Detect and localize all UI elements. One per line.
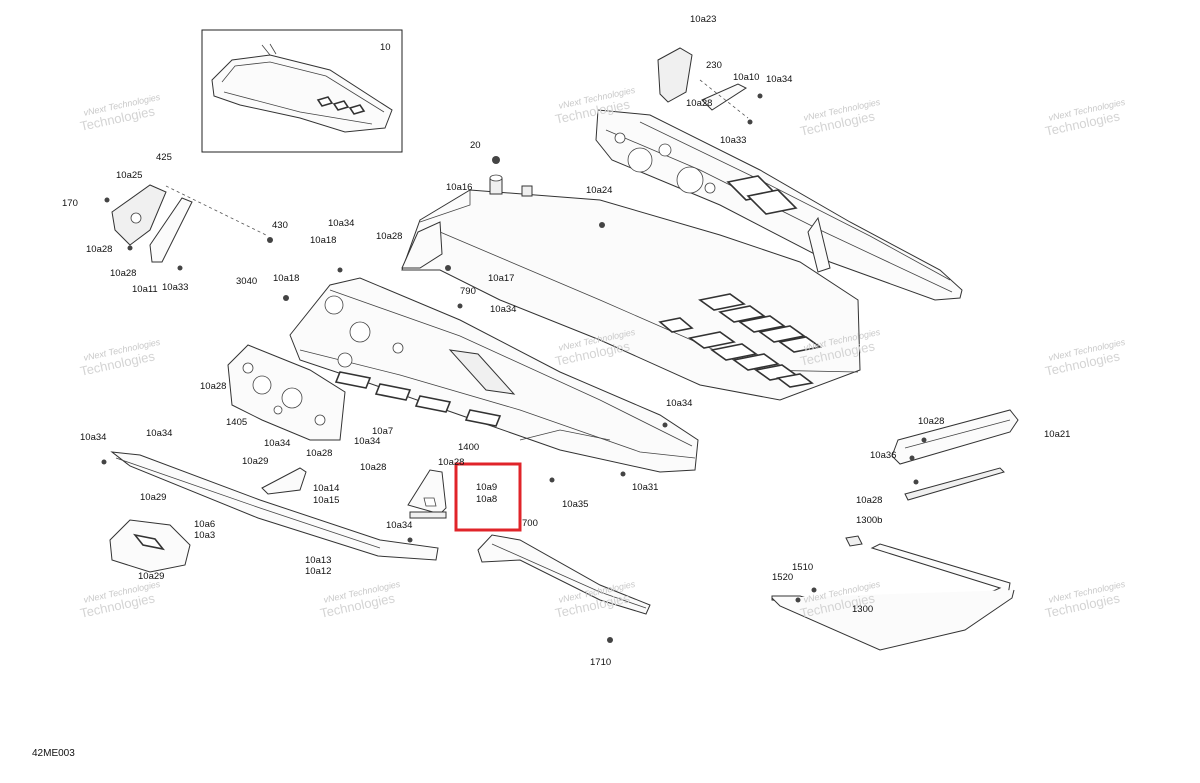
callout-label: 700 — [522, 518, 538, 529]
callout-label: 10a34 — [766, 74, 792, 85]
highlight-label-10a9: 10a9 — [476, 482, 497, 493]
callout-label: 20 — [470, 140, 481, 151]
callout-label: 10a28 — [686, 98, 712, 109]
callout-label: 10a36 — [870, 450, 896, 461]
callout-label: 10a3 — [194, 530, 215, 541]
callout-label: 1400 — [458, 442, 479, 453]
callout-label: 10a21 — [1044, 429, 1070, 440]
callout-label: 10a33 — [162, 282, 188, 293]
center-gusset-bracket — [407, 469, 447, 519]
center-tunnel-panel — [401, 174, 861, 401]
callout-labels: 10a23 230 10a10 10a34 10a28 10a33 425 10a25 170 1… — [62, 14, 1070, 668]
callout-label: 10a28 — [856, 495, 882, 506]
callout-label: 10a28 — [110, 268, 136, 279]
top-right-bracket — [657, 47, 749, 119]
callout-label: 10a11 — [132, 284, 158, 295]
callout-label: 10a10 — [733, 72, 759, 83]
callout-label: 10a34 — [328, 218, 354, 229]
callout-label: 170 — [62, 198, 78, 209]
callout-label: 10a28 — [360, 462, 386, 473]
callout-label: 10a13 — [305, 555, 331, 566]
callout-label: 10a28 — [200, 381, 226, 392]
small-clip-10a14 — [261, 467, 307, 495]
left-side-plate — [227, 344, 346, 441]
callout-label: 10a14 — [313, 483, 339, 494]
callout-label: 1300b — [856, 515, 882, 526]
callout-label: 10a6 — [194, 519, 215, 530]
rear-crossmember — [891, 409, 1019, 501]
upper-right-frame-rail — [595, 109, 963, 301]
callout-label: 790 — [460, 286, 476, 297]
inset-overview: 10 — [201, 29, 403, 153]
callout-label: 1405 — [226, 417, 247, 428]
callout-label: 430 — [272, 220, 288, 231]
callout-label: 10a16 — [446, 182, 472, 193]
highlight-label-10a8: 10a8 — [476, 494, 497, 505]
upper-left-brackets — [111, 184, 273, 263]
lower-left-plate — [109, 519, 191, 573]
center-running-board — [477, 534, 651, 615]
callout-label: 230 — [706, 60, 722, 71]
callout-label: 10a35 — [562, 499, 588, 510]
callout-label: 10a28 — [918, 416, 944, 427]
callout-label: 10a34 — [490, 304, 516, 315]
callout-label: 10a15 — [313, 495, 339, 506]
rear-bumper — [771, 535, 1015, 651]
callout-label: 10a31 — [632, 482, 658, 493]
callout-label: 10a33 — [720, 135, 746, 146]
callout-label: 10a12 — [305, 566, 331, 577]
callout-label: 10a28 — [306, 448, 332, 459]
callout-label: 10a34 — [354, 436, 380, 447]
callout-label: 10a34 — [264, 438, 290, 449]
callout-label: 10a28 — [86, 244, 112, 255]
fastener-dots — [101, 93, 927, 643]
callout-label: 10a34 — [80, 432, 106, 443]
callout-label: 1520 — [772, 572, 793, 583]
callout-label: 1300 — [852, 604, 873, 615]
callout-label: 10a17 — [488, 273, 514, 284]
callout-label: 1510 — [792, 562, 813, 573]
callout-label: 10a28 — [376, 231, 402, 242]
callout-label: 10a18 — [273, 273, 299, 284]
callout-label: 10a34 — [386, 520, 412, 531]
callout-label: 10a18 — [310, 235, 336, 246]
callout-label: 10a29 — [140, 492, 166, 503]
left-running-board — [110, 451, 439, 561]
inset-label: 10 — [380, 42, 391, 53]
callout-label: 3040 — [236, 276, 257, 287]
callout-label: 10a25 — [116, 170, 142, 181]
highlight-box — [454, 462, 522, 532]
callout-label: 10a23 — [690, 14, 716, 25]
callout-label: 1710 — [590, 657, 611, 668]
callout-label: 10a24 — [586, 185, 612, 196]
tunnel-vent-slots — [658, 293, 822, 388]
diagram-code: 42ME003 — [32, 748, 75, 759]
callout-label: 10a29 — [242, 456, 268, 467]
callout-label: 10a7 — [372, 426, 393, 437]
callout-label: 10a34 — [666, 398, 692, 409]
left-main-frame-rail — [289, 277, 699, 473]
callout-label: 425 — [156, 152, 172, 163]
callout-label: 10a28 — [438, 457, 464, 468]
callout-label: 10a34 — [146, 428, 172, 439]
callout-label: 10a29 — [138, 571, 164, 582]
